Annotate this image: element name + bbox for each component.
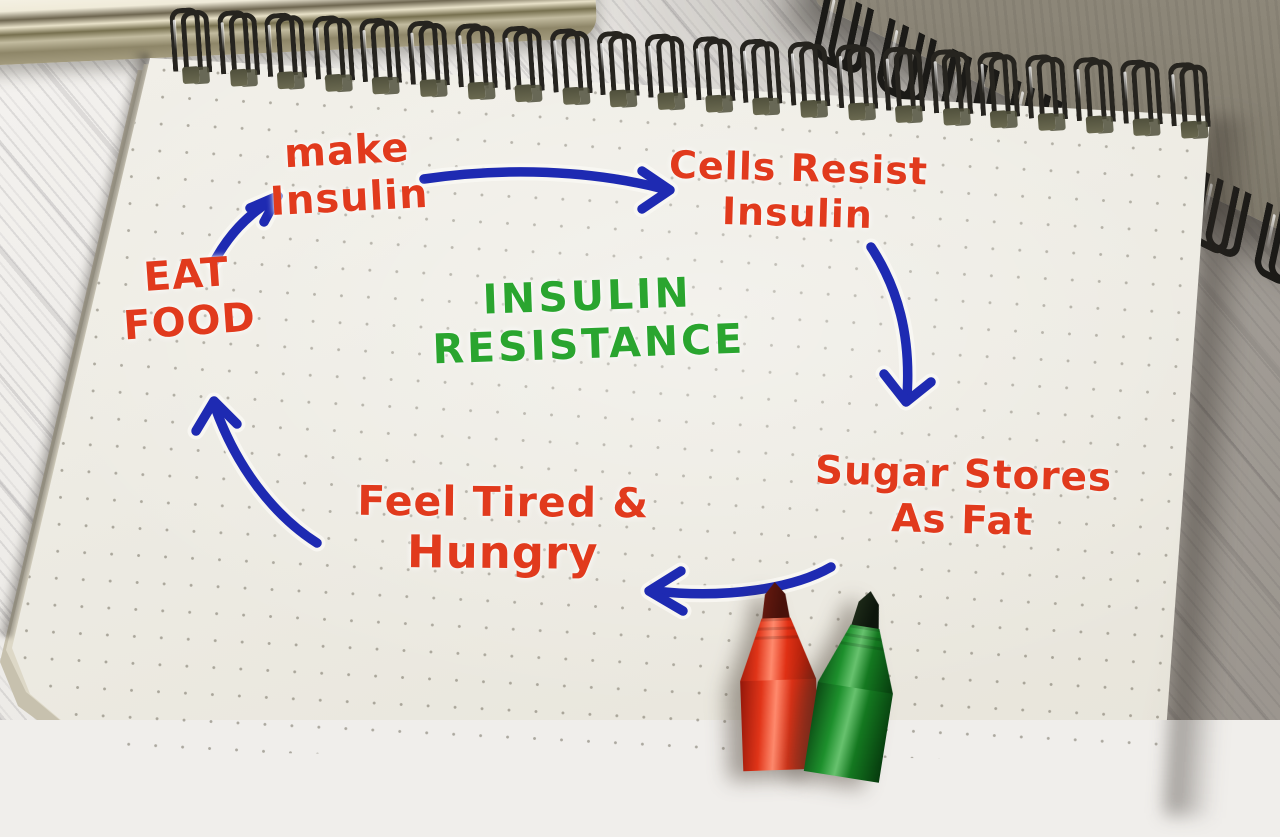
node-line: As Fat <box>890 496 1035 545</box>
diagram-title: INSULIN RESISTANCE <box>426 266 749 374</box>
spiral-loop-icon <box>454 22 489 88</box>
spiral-loop-icon <box>406 19 441 85</box>
spiral-loop-icon <box>311 14 346 80</box>
green-marker-tip <box>850 589 885 629</box>
spiral-loop-icon <box>501 25 536 90</box>
green-marker-barrel <box>803 682 893 783</box>
spiral-loop-icon <box>929 48 964 114</box>
node-feel-tired-hungry: Feel Tired & Hungry <box>338 477 669 581</box>
green-marker-nose <box>818 621 903 694</box>
red-marker-nose <box>738 617 816 682</box>
node-line: Insulin <box>721 188 874 237</box>
node-line: Feel Tired & <box>357 476 650 528</box>
node-line: Insulin <box>268 171 430 226</box>
spiral-loop-icon <box>1024 53 1059 119</box>
spiral-loop-icon <box>739 38 774 103</box>
node-line: Hungry <box>406 525 599 581</box>
red-marker-tip <box>760 582 791 619</box>
spiral-loop-icon <box>786 40 822 106</box>
spiral-loop-icon <box>834 43 869 109</box>
node-line: Cells Resist <box>668 142 929 194</box>
node-sugar-stores-as-fat: Sugar Stores As Fat <box>807 448 1119 548</box>
node-line: Sugar Stores <box>814 448 1113 501</box>
spiral-loop-icon <box>596 30 632 96</box>
spiral-loop-icon <box>882 45 917 111</box>
spiral-loop-icon <box>644 32 679 98</box>
spiral-loop-icon <box>691 35 727 101</box>
spiral-loop-icon <box>977 51 1012 116</box>
spiral-loop-icon <box>1167 61 1202 127</box>
red-marker-pen <box>737 581 820 772</box>
spiral-loop-icon <box>1072 56 1107 122</box>
spiral-loop-icon <box>168 6 204 72</box>
spiral-loop-icon <box>549 27 584 93</box>
node-make-insulin: make Insulin <box>256 123 441 227</box>
spiral-loop-icon <box>216 9 251 75</box>
node-eat-food: EAT FOOD <box>105 247 271 352</box>
spiral-loop-icon <box>359 17 394 83</box>
spiral-loop-icon <box>1119 58 1154 124</box>
node-cells-resist-insulin: Cells Resist Insulin <box>647 142 949 239</box>
spiral-loop-icon <box>264 12 299 77</box>
